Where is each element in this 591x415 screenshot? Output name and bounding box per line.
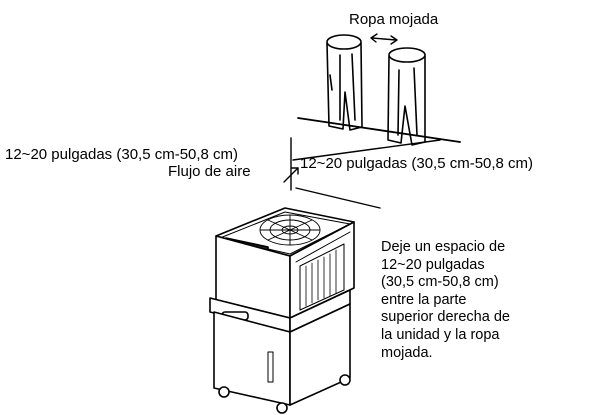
note-line: la unidad y la ropa (381, 326, 500, 343)
double-arrow-icon (370, 33, 398, 45)
hanging-clothes-illustration (387, 47, 426, 146)
airflow-arrow-icon (283, 167, 299, 183)
clearance-right-label: 12~20 pulgadas (30,5 cm-50,8 cm) (300, 155, 534, 172)
dehumidifier-illustration (209, 207, 355, 414)
clothesline (297, 117, 461, 143)
note-line: Deje un espacio de (381, 239, 506, 255)
wet-clothes-label: Ropa mojada (349, 11, 439, 28)
note-line: (30,5 cm-50,8 cm) (381, 274, 499, 291)
hanging-clothes-illustration (326, 34, 363, 131)
note-line: entre la parte (381, 291, 467, 308)
clearance-left-label: 12~20 pulgadas (30,5 cm-50,8 cm) (5, 146, 239, 163)
clearance-guides (290, 137, 441, 209)
note-line: 12~20 pulgadas (381, 256, 485, 273)
note-line: superior derecha de (381, 309, 510, 326)
airflow-label: Flujo de aire (168, 163, 251, 180)
clearance-note: Deje un espacio de 12~20 pulgadas (30,5 … (381, 239, 510, 362)
note-line: mojada. (381, 344, 433, 361)
